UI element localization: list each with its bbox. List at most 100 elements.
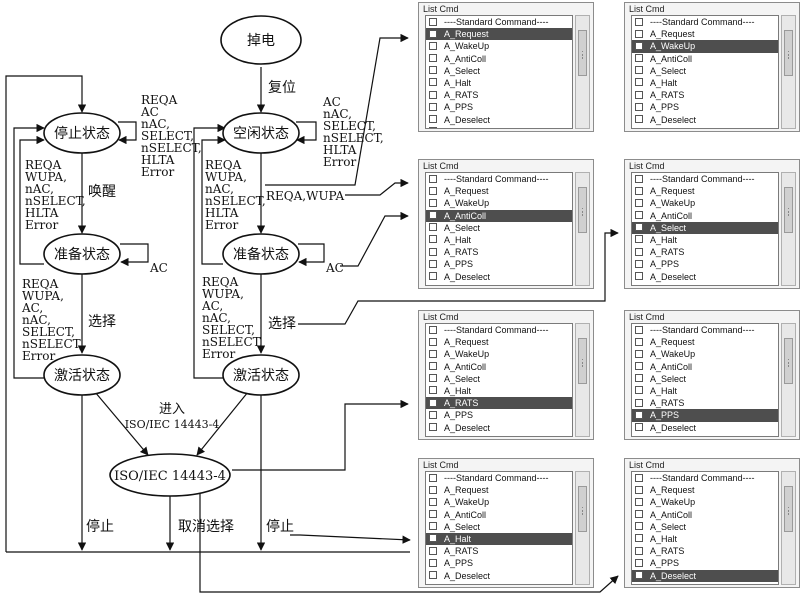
checkbox-icon[interactable]: [635, 386, 643, 395]
scrollbar-thumb[interactable]: [784, 338, 793, 384]
command-list-item[interactable]: A_Deselect: [426, 114, 572, 126]
checkbox-icon[interactable]: [635, 522, 643, 531]
command-list-item[interactable]: A_Halt: [426, 532, 572, 546]
checkbox-icon[interactable]: [429, 497, 437, 506]
command-list-item[interactable]: A_Deselect: [426, 422, 572, 434]
command-list-item[interactable]: ----Standard Command----: [632, 472, 778, 484]
command-list-item[interactable]: A_Select: [426, 65, 572, 77]
command-list-item[interactable]: A_Deselect: [632, 422, 778, 434]
checkbox-icon[interactable]: [635, 198, 643, 207]
checkbox-icon[interactable]: [635, 272, 643, 280]
command-list-item[interactable]: ----Standard Command----: [426, 472, 572, 484]
command-list-item[interactable]: A_RATS: [632, 545, 778, 557]
command-list-item[interactable]: A_Halt: [426, 234, 572, 246]
command-list-item[interactable]: A_AntiColl: [632, 210, 778, 222]
command-list-item[interactable]: A_Request: [632, 28, 778, 40]
checkbox-icon[interactable]: [635, 66, 643, 75]
checkbox-icon[interactable]: [429, 186, 437, 195]
scrollbar-thumb[interactable]: [578, 187, 587, 233]
checkbox-icon[interactable]: [635, 362, 643, 371]
command-list-item[interactable]: A_Select: [426, 222, 572, 234]
command-list-item[interactable]: ----Standard Command----: [426, 173, 572, 185]
checkbox-icon[interactable]: [429, 325, 437, 334]
command-list-item[interactable]: A_Deselect: [426, 271, 572, 283]
command-list-item[interactable]: A_WakeUp: [632, 496, 778, 508]
command-list-item[interactable]: A_AntiColl: [632, 53, 778, 65]
checkbox-icon[interactable]: [429, 259, 437, 268]
command-list-item[interactable]: A_Request: [426, 484, 572, 496]
checkbox-icon[interactable]: [429, 41, 437, 50]
command-list-item[interactable]: A_Request: [632, 484, 778, 496]
command-list-item[interactable]: A_WakeUp: [426, 348, 572, 360]
checkbox-icon[interactable]: [429, 534, 437, 543]
command-list-item[interactable]: A_Deselect: [632, 271, 778, 283]
checkbox-icon[interactable]: [635, 78, 643, 87]
checkbox-icon[interactable]: [635, 337, 643, 346]
list-scrollbar[interactable]: [781, 323, 796, 437]
checkbox-icon[interactable]: [429, 349, 437, 358]
command-list-item[interactable]: ----Standard Command----: [632, 16, 778, 28]
command-list-item[interactable]: A_Request: [426, 28, 572, 41]
checkbox-icon[interactable]: [429, 510, 437, 519]
command-list-item[interactable]: A_Halt: [426, 77, 572, 89]
command-list-item[interactable]: A_RATS: [426, 545, 572, 557]
command-list-item[interactable]: A_RATS: [632, 89, 778, 101]
command-list-item[interactable]: A_Halt: [632, 77, 778, 89]
checkbox-icon[interactable]: [429, 247, 437, 256]
command-list-item[interactable]: A_PPS: [632, 557, 778, 569]
checkbox-icon[interactable]: [429, 29, 437, 38]
scrollbar-thumb[interactable]: [578, 30, 587, 76]
command-list-item[interactable]: A_Request: [632, 336, 778, 348]
checkbox-icon[interactable]: [429, 115, 437, 123]
checkbox-icon[interactable]: [429, 78, 437, 87]
checkbox-icon[interactable]: [635, 247, 643, 256]
command-list-item[interactable]: A_Select: [632, 65, 778, 77]
list-scrollbar[interactable]: [575, 471, 590, 585]
list-scrollbar[interactable]: [575, 172, 590, 286]
scrollbar-thumb[interactable]: [784, 30, 793, 76]
checkbox-icon[interactable]: [635, 325, 643, 334]
command-list-item[interactable]: A_PPS: [426, 101, 572, 113]
command-list-item[interactable]: ----Standard Command----: [632, 324, 778, 336]
command-list-item[interactable]: A_AntiColl: [426, 361, 572, 373]
checkbox-icon[interactable]: [429, 522, 437, 531]
checkbox-icon[interactable]: [635, 398, 643, 407]
checkbox-icon[interactable]: [635, 534, 643, 543]
checkbox-icon[interactable]: [429, 485, 437, 494]
checkbox-icon[interactable]: [635, 41, 643, 50]
checkbox-icon[interactable]: [635, 510, 643, 519]
checkbox-icon[interactable]: [429, 223, 437, 232]
command-list-item[interactable]: A_RATS: [426, 246, 572, 258]
list-scrollbar[interactable]: [781, 15, 796, 129]
command-list-item[interactable]: A_PPS: [426, 258, 572, 270]
checkbox-icon[interactable]: [429, 17, 437, 26]
command-list-item[interactable]: A_Request: [426, 336, 572, 348]
command-list-item[interactable]: A_Deselect: [426, 570, 572, 582]
checkbox-icon[interactable]: [635, 223, 643, 232]
checkbox-icon[interactable]: [635, 546, 643, 555]
command-list-item[interactable]: A_Deselect: [632, 569, 778, 582]
command-list-item[interactable]: A_Select: [632, 521, 778, 533]
checkbox-icon[interactable]: [635, 485, 643, 494]
command-list-item[interactable]: ----Standard Command----: [426, 16, 572, 28]
checkbox-icon[interactable]: [429, 90, 437, 99]
checkbox-icon[interactable]: [429, 66, 437, 75]
list-scrollbar[interactable]: [575, 323, 590, 437]
checkbox-icon[interactable]: [429, 546, 437, 555]
checkbox-icon[interactable]: [429, 174, 437, 183]
checkbox-icon[interactable]: [429, 558, 437, 567]
command-list-item[interactable]: A_AntiColl: [426, 53, 572, 65]
command-list-item[interactable]: A_Deselect: [632, 114, 778, 126]
scrollbar-thumb[interactable]: [784, 486, 793, 532]
checkbox-icon[interactable]: [429, 571, 437, 579]
checkbox-icon[interactable]: [635, 211, 643, 220]
checkbox-icon[interactable]: [635, 235, 643, 244]
command-list-item[interactable]: A_PPS: [426, 409, 572, 421]
checkbox-icon[interactable]: [635, 29, 643, 38]
checkbox-icon[interactable]: [429, 362, 437, 371]
command-list-item[interactable]: A_WakeUp: [632, 197, 778, 209]
checkbox-icon[interactable]: [429, 272, 437, 280]
